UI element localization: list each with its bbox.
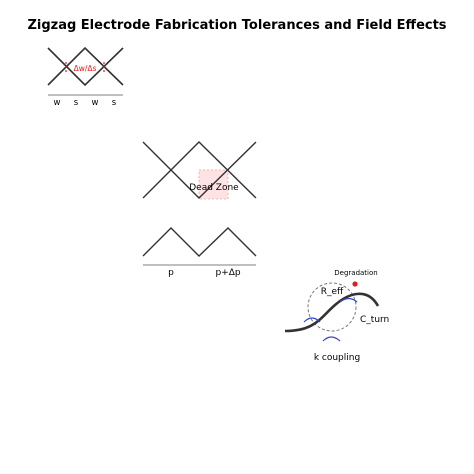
dimension-label-s2: s [112, 98, 117, 108]
degradation-dot [352, 281, 358, 287]
coupling-arc-bottom [322, 336, 341, 342]
zigzag-electrode-a [142, 141, 257, 199]
coupling-arc-left [303, 317, 321, 323]
pitch-label: p [168, 268, 174, 278]
dimension-label-w1: w [54, 98, 61, 108]
coupling-arc-upper [339, 297, 358, 303]
radius-label: R_eff [321, 287, 344, 297]
dead-zone-label: Dead Zone [189, 183, 239, 193]
zigzag-electrode-upper [47, 47, 124, 87]
dimension-label-w2: w [92, 98, 99, 108]
zigzag-electrode-b [142, 141, 257, 199]
zigzag-electrode-lower [47, 46, 124, 86]
turn-panel: Degradation R_eff C_turn k coupling [284, 269, 389, 363]
turn-label: C_turn [360, 315, 389, 325]
tolerance-annotation: Δw/Δs [74, 64, 97, 73]
effective-radius-circle [307, 282, 357, 332]
coupling-label: k coupling [314, 353, 360, 363]
degradation-label: Degradation [334, 269, 377, 277]
figure-title: Zigzag Electrode Fabrication Tolerances … [27, 18, 446, 33]
dimension-label-s1: s [74, 98, 79, 108]
pitch-panel: p p+Δp [142, 227, 257, 278]
tolerance-panel: Δw/Δs w s w s [47, 46, 124, 108]
pitch-delta-label: p+Δp [215, 268, 240, 278]
dead-zone-panel: Dead Zone [142, 141, 257, 200]
curved-electrode [284, 292, 380, 333]
pitch-zigzag [142, 227, 257, 257]
